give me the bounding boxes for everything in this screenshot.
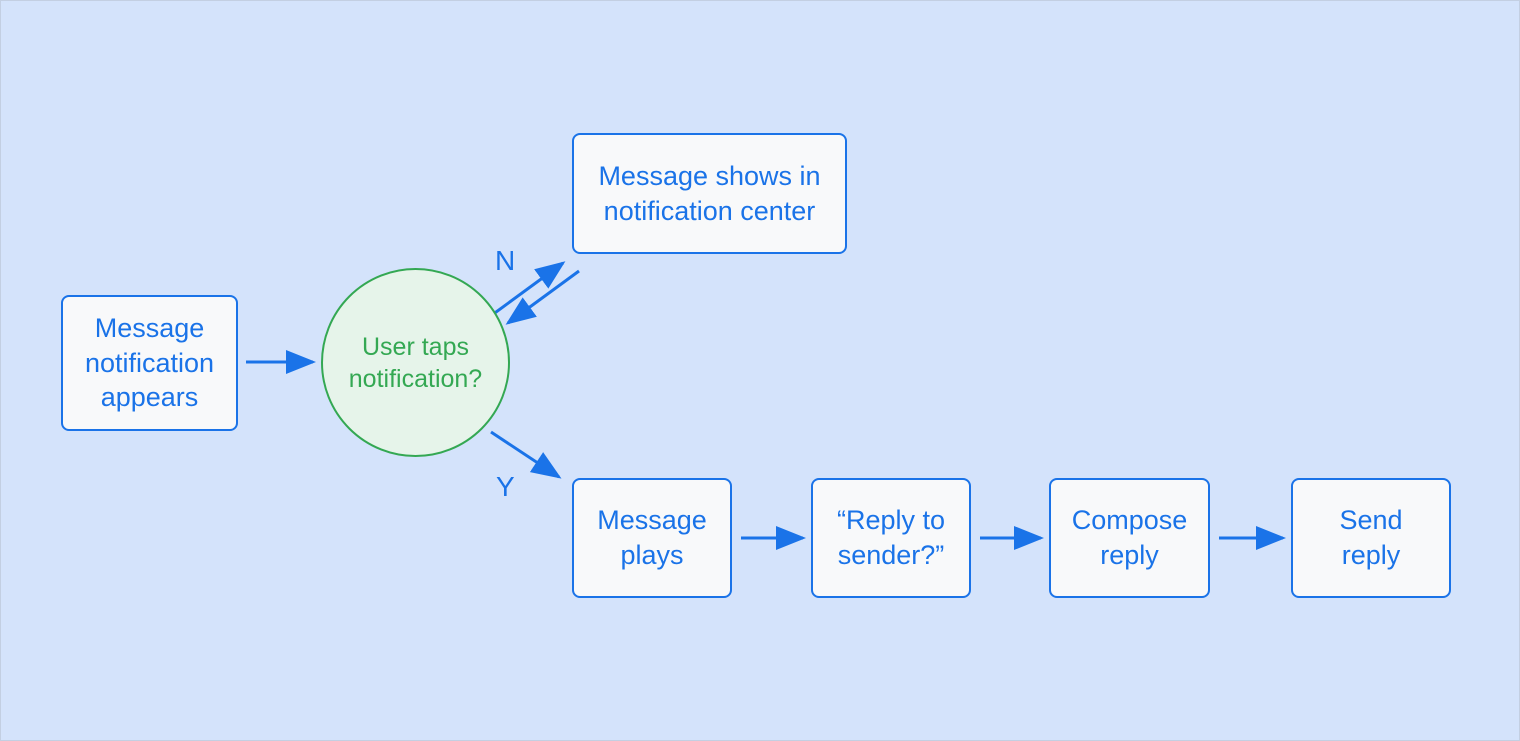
node-send-reply[interactable]: Send reply [1291, 478, 1451, 598]
arrow-decision-to-message-plays [490, 430, 562, 479]
node-message-plays[interactable]: Message plays [572, 478, 732, 598]
edge-label-yes: Y [496, 471, 515, 502]
node-message-shows-in-notification-center[interactable]: Message shows in notification center [572, 133, 847, 254]
node-reply-to-sender[interactable]: “Reply to sender?” [811, 478, 971, 598]
edge-label-no: N [495, 245, 516, 276]
node-message-notification-appears[interactable]: Message notification appears [61, 295, 238, 431]
node-compose-reply[interactable]: Compose reply [1049, 478, 1210, 598]
arrow-notification-center-to-decision [505, 269, 580, 325]
arrow-decision-to-notification-center [491, 261, 566, 317]
node-user-taps-notification[interactable]: User taps notification? [321, 268, 510, 457]
